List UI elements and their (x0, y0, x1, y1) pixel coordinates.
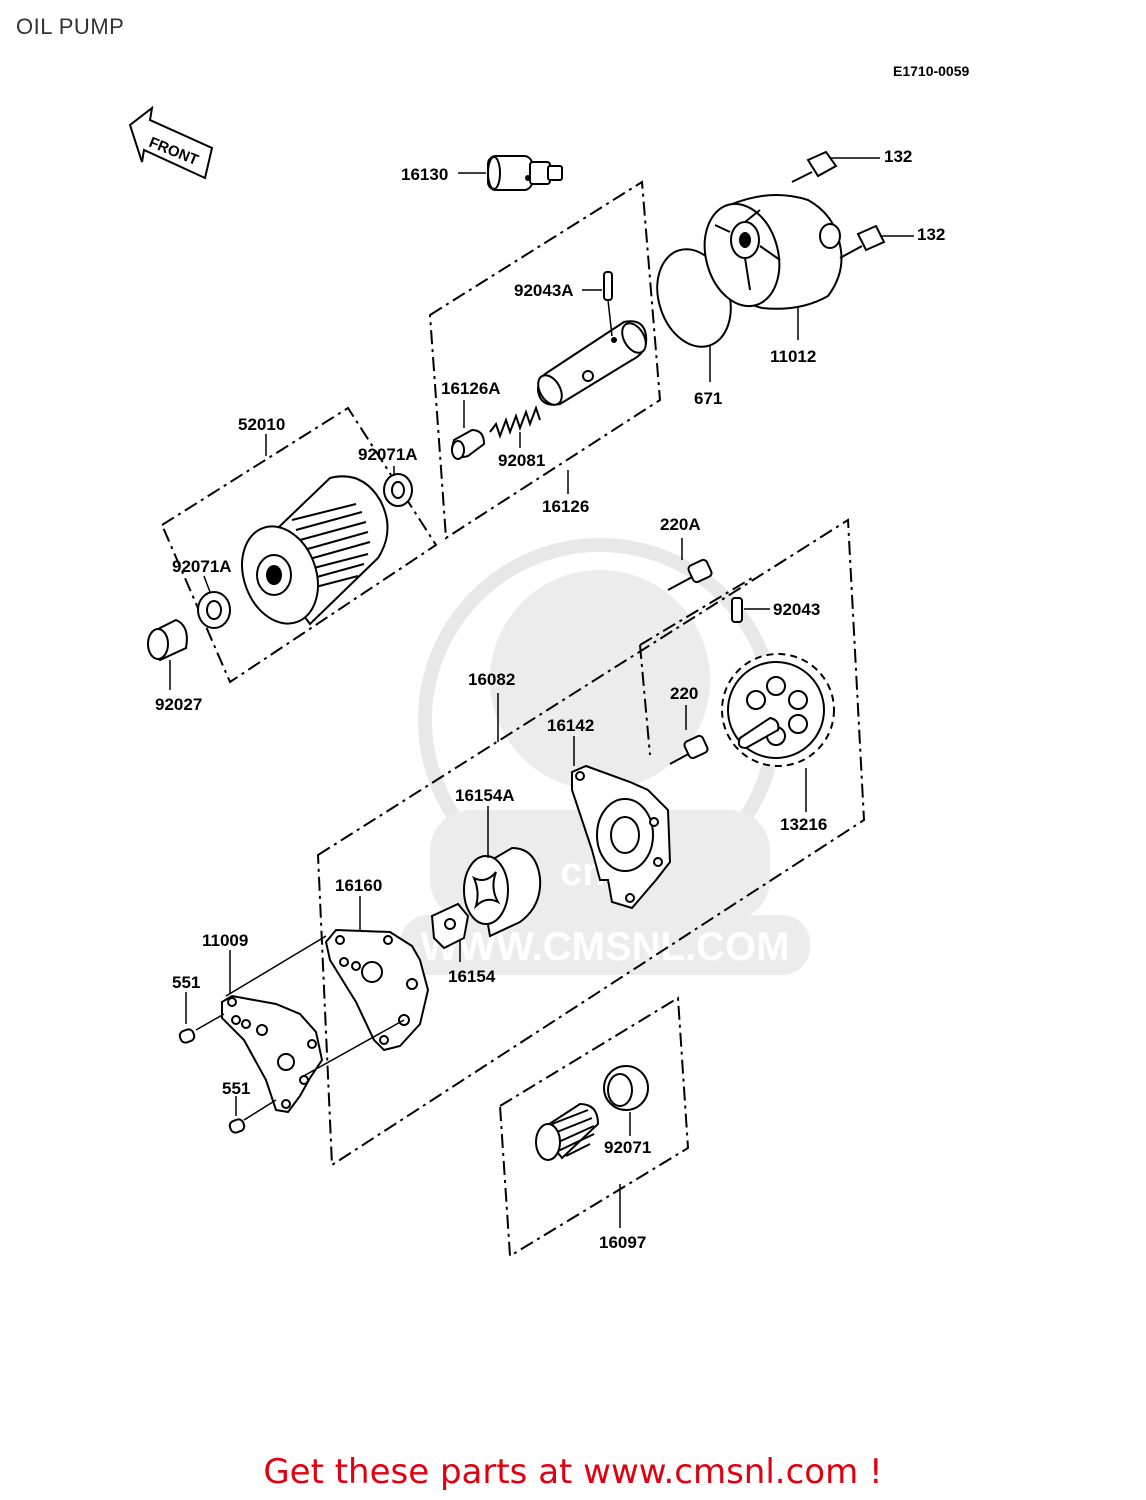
watermark-text: WWW.CMSNL.COM (421, 925, 790, 969)
part-16142-pump-housing (571, 736, 672, 910)
part-551-dowel-upper (178, 992, 225, 1044)
part-92027-collar (147, 618, 188, 690)
label-16097: 16097 (599, 1233, 646, 1252)
front-arrow-icon: FRONT (128, 105, 214, 180)
label-11012: 11012 (770, 347, 816, 366)
part-11012-oil-filter-cover (703, 194, 843, 340)
label-671: 671 (694, 389, 722, 408)
part-551-dowel-lower (228, 1096, 277, 1134)
label-16082: 16082 (468, 670, 515, 689)
label-92071: 92071 (604, 1138, 651, 1157)
part-13216-gear (721, 653, 835, 812)
label-92043: 92043 (773, 600, 820, 619)
label-132-upper: 132 (884, 147, 912, 166)
part-11009-gasket (221, 935, 405, 1114)
diagram-code: E1710-0059 (893, 63, 970, 79)
label-92043a: 92043A (514, 281, 574, 300)
part-oil-screen-element (535, 1102, 600, 1161)
part-92071-grommet (603, 1065, 649, 1136)
part-16154a-outer-rotor (463, 806, 542, 938)
footer-promo-link[interactable]: Get these parts at www.cmsnl.com ! (263, 1452, 883, 1492)
label-16154a: 16154A (455, 786, 515, 805)
page-title: OIL PUMP (16, 14, 125, 39)
label-16130: 16130 (401, 165, 448, 184)
label-551-lower: 551 (222, 1079, 250, 1098)
label-92027: 92027 (155, 695, 202, 714)
label-220a: 220A (660, 515, 701, 534)
label-92071a-left: 92071A (172, 557, 232, 576)
part-16126a-plunger (450, 400, 486, 460)
label-551-upper: 551 (172, 973, 200, 992)
group-outline-oil-pump (316, 518, 866, 1167)
group-outline-oil-filter (160, 406, 438, 684)
label-16154: 16154 (448, 967, 496, 986)
group-outline-oil-screen (498, 996, 690, 1258)
label-16142: 16142 (547, 716, 594, 735)
label-13216: 13216 (780, 815, 827, 834)
label-52010: 52010 (238, 415, 285, 434)
label-132-lower: 132 (917, 225, 945, 244)
part-132-bolt-upper (791, 150, 880, 183)
group-outline-relief-valve (428, 180, 662, 540)
part-92043-dowel-pin (731, 597, 770, 623)
part-132-bolt-lower (839, 224, 914, 259)
part-16130-union (458, 155, 563, 191)
label-11009: 11009 (202, 931, 248, 950)
part-92081-spring (489, 405, 541, 448)
part-220-bolt (669, 705, 709, 765)
label-16126: 16126 (542, 497, 589, 516)
part-92043a-pin (582, 271, 613, 301)
part-220a-bolt (667, 538, 713, 591)
label-16160: 16160 (335, 876, 382, 895)
part-16154-inner-rotor (430, 902, 470, 962)
label-92071a-top: 92071A (358, 445, 418, 464)
group-outline-gear (639, 577, 753, 646)
part-52010-oil-filter (241, 475, 389, 626)
label-92081: 92081 (498, 451, 545, 470)
part-16160-pump-cover (324, 896, 430, 1052)
label-16126a: 16126A (441, 379, 501, 398)
label-220: 220 (670, 684, 698, 703)
part-relief-valve-body (536, 299, 648, 406)
part-92071a-grommet-top (383, 466, 413, 507)
part-92071a-grommet-left (197, 575, 231, 629)
